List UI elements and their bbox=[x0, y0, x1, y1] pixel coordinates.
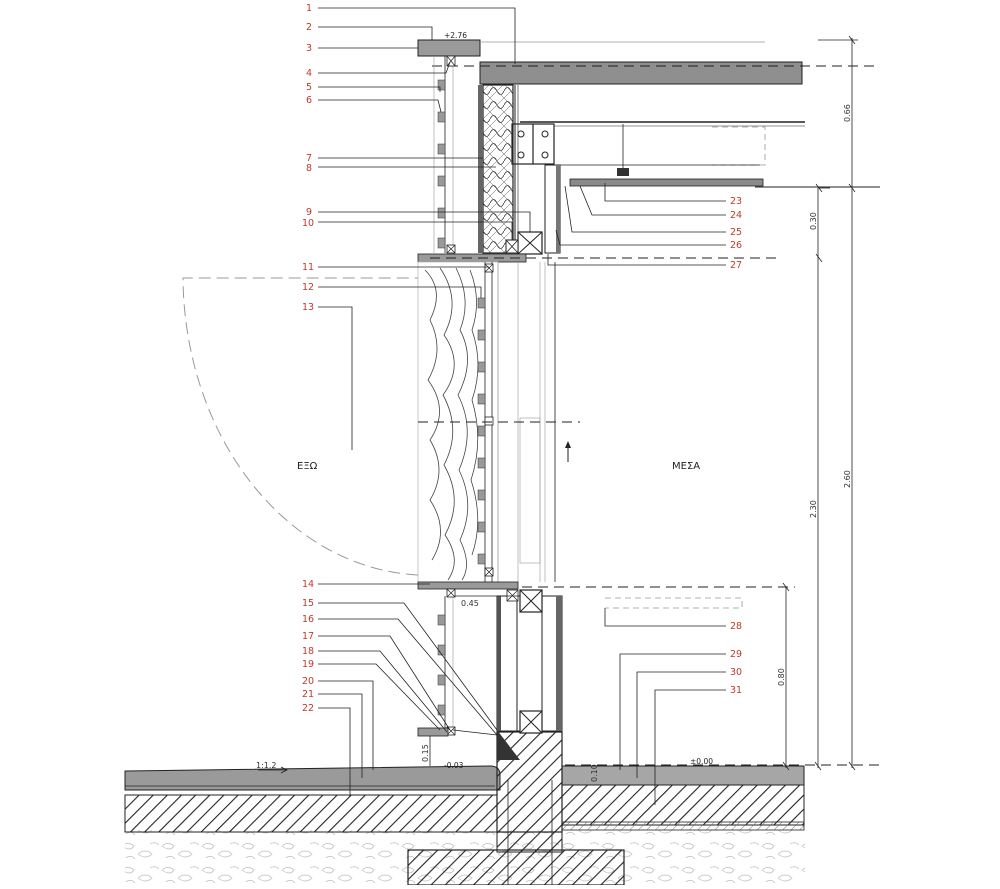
callout-27: 27 bbox=[730, 260, 742, 271]
callouts-right: 23 24 25 26 27 28 29 30 31 bbox=[730, 196, 742, 696]
room-label-inside: ΜΕΣΑ bbox=[672, 461, 700, 472]
callout-2: 2 bbox=[306, 22, 312, 33]
door-opening bbox=[182, 261, 795, 590]
level-mark-outside: -0.03 bbox=[444, 761, 464, 770]
dim-2-60: 2.60 bbox=[843, 470, 852, 488]
dim-0-10: 0.10 bbox=[590, 764, 599, 782]
callout-25: 25 bbox=[730, 227, 742, 238]
callout-11: 11 bbox=[302, 262, 314, 273]
callout-17: 17 bbox=[302, 631, 314, 642]
callout-26: 26 bbox=[730, 240, 742, 251]
dimension-values: 0.66 0.30 2.60 2.30 0.80 0.45 0.15 0.10 … bbox=[256, 31, 852, 782]
callout-24: 24 bbox=[730, 210, 742, 221]
callout-8: 8 bbox=[306, 163, 312, 174]
callout-21: 21 bbox=[302, 689, 314, 700]
dim-2-30: 2.30 bbox=[809, 500, 818, 518]
callout-15: 15 bbox=[302, 598, 314, 609]
dimension-lines bbox=[429, 35, 858, 771]
callout-10: 10 bbox=[302, 218, 314, 229]
slope-label: 1:1.2 bbox=[256, 761, 277, 770]
leader-lines bbox=[318, 7, 726, 805]
callouts-left: 1 2 3 4 5 6 7 8 9 10 11 12 13 14 15 16 1… bbox=[302, 3, 314, 714]
lower-wall bbox=[417, 588, 880, 766]
ground bbox=[124, 731, 805, 886]
level-mark-top: +2.76 bbox=[444, 31, 467, 40]
level-mark-inside: ±0.00 bbox=[690, 757, 713, 766]
callout-9: 9 bbox=[306, 207, 312, 218]
callout-13: 13 bbox=[302, 302, 314, 313]
callout-4: 4 bbox=[306, 68, 312, 79]
callout-28: 28 bbox=[730, 621, 742, 632]
callout-6: 6 bbox=[306, 95, 312, 106]
callout-20: 20 bbox=[302, 676, 314, 687]
callout-19: 19 bbox=[302, 659, 314, 670]
room-label-outside: ΕΞΩ bbox=[297, 461, 318, 472]
slope-arrow-icon bbox=[258, 766, 288, 774]
callout-30: 30 bbox=[730, 667, 742, 678]
callout-22: 22 bbox=[302, 703, 314, 714]
callout-14: 14 bbox=[302, 579, 314, 590]
callout-7: 7 bbox=[306, 153, 312, 164]
callout-23: 23 bbox=[730, 196, 742, 207]
roof-slab bbox=[417, 39, 880, 188]
callout-18: 18 bbox=[302, 646, 314, 657]
callout-1: 1 bbox=[306, 3, 312, 14]
callout-5: 5 bbox=[306, 82, 312, 93]
dim-0-66: 0.66 bbox=[843, 104, 852, 122]
callout-3: 3 bbox=[306, 43, 312, 54]
dim-0-45: 0.45 bbox=[461, 599, 479, 608]
callout-29: 29 bbox=[730, 649, 742, 660]
callout-16: 16 bbox=[302, 614, 314, 625]
dim-0-80: 0.80 bbox=[777, 668, 786, 686]
callout-31: 31 bbox=[730, 685, 742, 696]
callout-12: 12 bbox=[302, 282, 314, 293]
dim-0-30: 0.30 bbox=[809, 212, 818, 230]
dim-0-15: 0.15 bbox=[421, 744, 430, 762]
upper-wall bbox=[417, 55, 780, 263]
